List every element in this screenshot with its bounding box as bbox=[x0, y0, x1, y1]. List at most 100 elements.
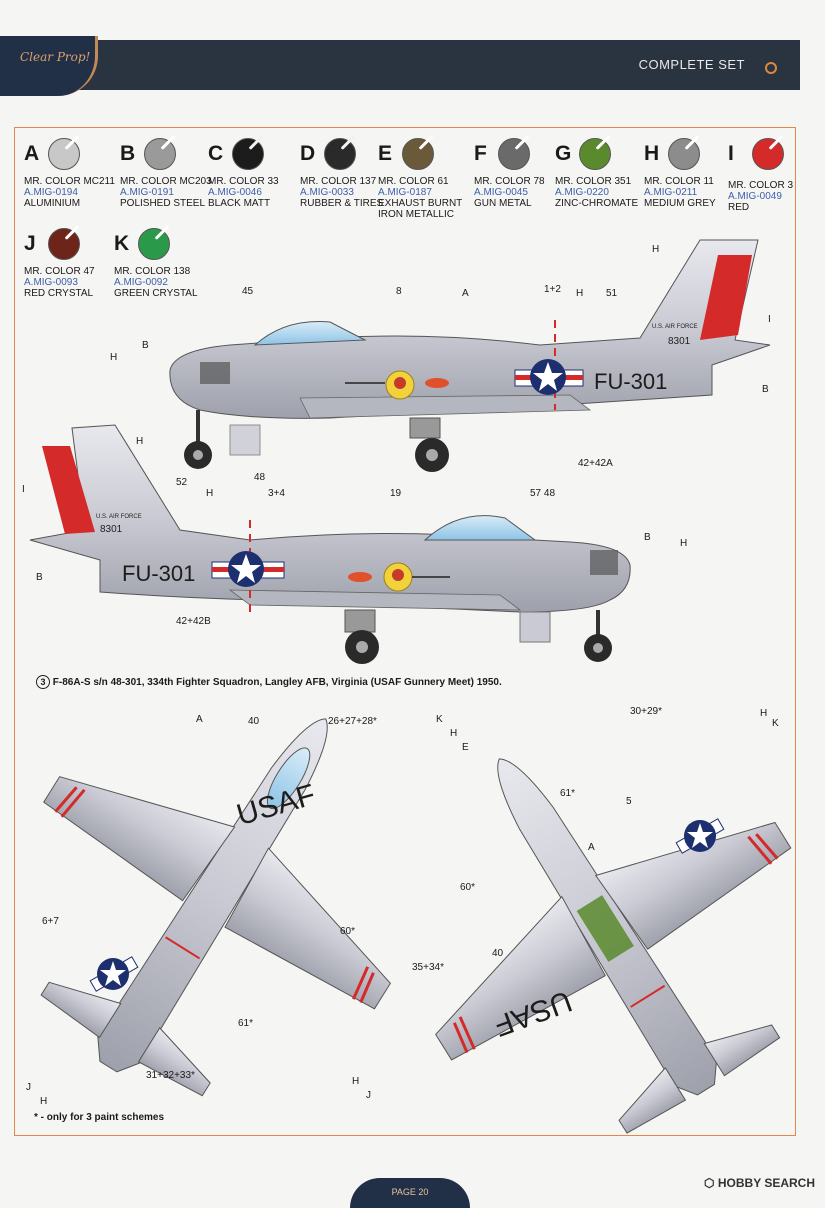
footnote: * - only for 3 paint schemes bbox=[34, 1112, 165, 1123]
callout-label: B bbox=[36, 572, 43, 583]
color-name: GUN METAL bbox=[474, 198, 532, 209]
color-letter: A bbox=[24, 142, 40, 165]
color-letter: G bbox=[555, 142, 572, 165]
callout-label: 6+7 bbox=[42, 916, 59, 927]
callout-label: 40 bbox=[492, 948, 504, 959]
color-name: EXHAUST BURNT bbox=[378, 198, 463, 209]
color-i: I MR. COLOR 3 A.MIG-0049 RED bbox=[728, 138, 798, 213]
callout-label: H bbox=[352, 1076, 360, 1087]
color-k: K MR. COLOR 138 A.MIG-0092 GREEN CRYSTAL bbox=[114, 228, 214, 299]
color-letter: I bbox=[728, 142, 734, 165]
content-frame bbox=[14, 127, 796, 1136]
color-e: E MR. COLOR 61 A.MIG-0187 EXHAUST BURNT … bbox=[378, 138, 478, 220]
callout-label: H bbox=[40, 1096, 48, 1107]
amig-code: A.MIG-0092 bbox=[114, 277, 168, 288]
callout-label: 1+2 bbox=[544, 284, 561, 295]
amig-code: A.MIG-0220 bbox=[555, 187, 609, 198]
callout-label: J bbox=[366, 1090, 371, 1101]
callout-label: A bbox=[588, 842, 595, 853]
color-letter: D bbox=[300, 142, 316, 165]
color-name: BLACK MATT bbox=[208, 198, 271, 209]
mr-color-code: MR. COLOR MC203 bbox=[120, 176, 212, 187]
scheme-caption: 3 F-86A-S s/n 48-301, 334th Fighter Squa… bbox=[36, 675, 502, 689]
canopy bbox=[253, 321, 367, 346]
target-icon bbox=[765, 62, 777, 74]
paint-brush-icon bbox=[498, 138, 530, 170]
tail-red-band bbox=[700, 255, 752, 340]
plan-view-bottom bbox=[435, 758, 792, 1134]
callout-label: H bbox=[450, 728, 458, 739]
color-name-line2: IRON METALLIC bbox=[378, 209, 454, 220]
tail-text: U.S. AIR FORCE bbox=[652, 324, 698, 330]
color-name: RED CRYSTAL bbox=[24, 288, 94, 299]
mr-color-code: MR. COLOR 11 bbox=[644, 176, 714, 187]
color-j: J MR. COLOR 47 A.MIG-0093 RED CRYSTAL bbox=[24, 228, 124, 299]
paint-brush-icon bbox=[138, 228, 170, 260]
callout-label: 61* bbox=[560, 788, 576, 799]
color-f: F MR. COLOR 78 A.MIG-0045 GUN METAL bbox=[474, 138, 574, 209]
color-name: MEDIUM GREY bbox=[644, 198, 716, 209]
page-number: PAGE 20 bbox=[391, 1187, 429, 1197]
national-insignia bbox=[514, 359, 584, 395]
callout-label: 60* bbox=[340, 926, 356, 937]
color-a: A MR. COLOR MC211 A.MIG-0194 ALUMINIUM bbox=[24, 138, 124, 209]
side-code: FU-301 bbox=[122, 561, 195, 586]
landing-gear bbox=[344, 609, 612, 664]
callout-label: 5 bbox=[626, 796, 632, 807]
tail-text: U.S. AIR FORCE bbox=[96, 514, 142, 520]
paint-brush-icon bbox=[324, 138, 356, 170]
callout-label: J bbox=[26, 1082, 31, 1093]
amig-code: A.MIG-0049 bbox=[728, 191, 782, 202]
color-h: H MR. COLOR 11 A.MIG-0211 MEDIUM GREY bbox=[644, 138, 744, 209]
watermark-text: HOBBY SEARCH bbox=[717, 1176, 815, 1190]
amig-code: A.MIG-0033 bbox=[300, 187, 354, 198]
color-letter: B bbox=[120, 142, 136, 165]
callout-label: 42+42A bbox=[578, 458, 613, 469]
mr-color-code: MR. COLOR 47 bbox=[24, 266, 95, 277]
color-c: C MR. COLOR 33 A.MIG-0046 BLACK MATT bbox=[208, 138, 308, 209]
color-letter: H bbox=[644, 142, 660, 165]
wing-insignia bbox=[89, 956, 139, 992]
amig-code: A.MIG-0187 bbox=[378, 187, 432, 198]
amig-code: A.MIG-0194 bbox=[24, 187, 78, 198]
callout-label: H bbox=[110, 352, 118, 363]
callout-label: H bbox=[576, 288, 584, 299]
color-name: RUBBER & TIRES bbox=[300, 198, 384, 209]
callout-label: 19 bbox=[390, 488, 402, 499]
callout-label: 57 48 bbox=[530, 488, 556, 499]
callout-label: 42+42B bbox=[176, 616, 211, 627]
callout-label: A bbox=[462, 288, 469, 299]
callout-label: 61* bbox=[238, 1018, 254, 1029]
paint-brush-icon bbox=[668, 138, 700, 170]
national-insignia bbox=[211, 551, 285, 587]
callout-label: B bbox=[142, 340, 149, 351]
paint-brush-icon bbox=[402, 138, 434, 170]
side-code: FU-301 bbox=[594, 369, 667, 394]
callout-label: H bbox=[136, 436, 144, 447]
callout-label: B bbox=[644, 532, 651, 543]
mr-color-code: MR. COLOR 3 bbox=[728, 180, 794, 191]
callout-label: 26+27+28* bbox=[328, 716, 377, 727]
callout-label: H bbox=[652, 244, 660, 255]
page-title: COMPLETE SET bbox=[638, 57, 745, 72]
caption-number: 3 bbox=[36, 675, 50, 689]
color-b: B MR. COLOR MC203 A.MIG-0191 POLISHED ST… bbox=[120, 138, 220, 209]
mr-color-code: MR. COLOR MC211 bbox=[24, 176, 115, 187]
callout-label: 45 bbox=[242, 286, 254, 297]
amig-code: A.MIG-0093 bbox=[24, 277, 78, 288]
paint-brush-icon bbox=[48, 228, 80, 260]
callout-label: I bbox=[768, 314, 771, 325]
amig-code: A.MIG-0045 bbox=[474, 187, 528, 198]
page-tab: PAGE 20 bbox=[350, 1178, 470, 1208]
wing-insignia-underside bbox=[675, 818, 725, 854]
side-view-left: FU-301 U.S. AIR FORCE 8301 bbox=[169, 239, 771, 472]
mr-color-code: MR. COLOR 33 bbox=[208, 176, 279, 187]
callout-label: K bbox=[436, 714, 443, 725]
color-letter: C bbox=[208, 142, 224, 165]
canopy bbox=[423, 515, 537, 541]
mr-color-code: MR. COLOR 137 bbox=[300, 176, 377, 187]
color-name: ZINC-CHROMATE bbox=[555, 198, 639, 209]
logo-tab: Clear Prop! bbox=[0, 36, 98, 96]
callout-label: H bbox=[206, 488, 214, 499]
